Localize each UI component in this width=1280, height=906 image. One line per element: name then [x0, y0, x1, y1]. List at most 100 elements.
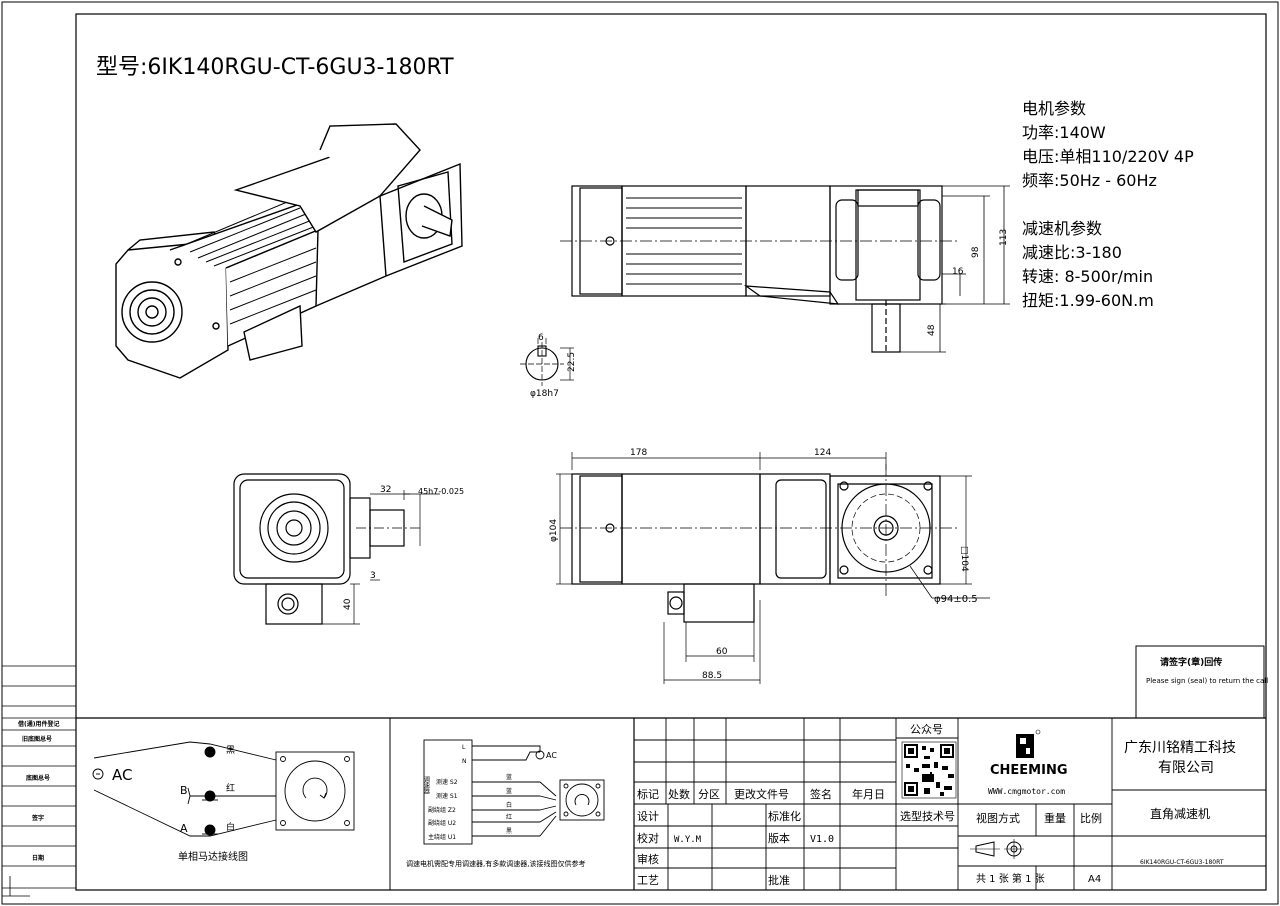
tb-review: 审核 [637, 852, 659, 866]
tb-wechat: 公众号 [910, 723, 943, 736]
gov-s2: 测速 S2 [436, 778, 458, 786]
wire-white-label: 白 [226, 821, 235, 833]
dim-6: 6 [538, 333, 544, 343]
gov-wire-blue-1: 蓝 [506, 773, 512, 781]
gov-u2: 副绕组 U2 [428, 819, 456, 827]
speed-spec: 转速: 8-500r/min [1022, 267, 1153, 286]
isometric-view [115, 123, 463, 379]
projection-symbol [970, 839, 1024, 859]
tb-checker: W.Y.M [674, 835, 702, 845]
gov-wire-blue-2: 蓝 [506, 787, 512, 795]
logo-mark [1016, 729, 1041, 758]
tb-company-line2: 有限公司 [1158, 760, 1214, 776]
wire-red-label: 红 [226, 782, 235, 794]
dim-178: 178 [630, 448, 647, 458]
gearbox-flange [829, 475, 941, 585]
tb-doc: 更改文件号 [734, 787, 789, 801]
wire-black-label: 黑 [226, 745, 235, 756]
gov-wire-black: 黑 [506, 828, 512, 835]
gov-ac-label: AC [546, 751, 557, 760]
terminal-a-label: A [180, 822, 188, 835]
tb-qty: 处数 [668, 788, 690, 801]
tb-company-line1: 广东川铭精工科技 [1124, 740, 1236, 756]
seal-box: 请签字(章)回传 Please sign (seal) to return th… [1135, 645, 1268, 719]
tb-brand: CHEEMING [990, 763, 1068, 778]
tb-model-code: 6IK140RGU-CT-6GU3-180RT [1140, 859, 1224, 866]
output-shaft [421, 205, 453, 237]
tb-check: 校对 [637, 831, 659, 845]
inner-frame [75, 13, 1267, 891]
gov-z2: 副绕组 Z2 [428, 806, 456, 814]
gov-wire-red: 红 [506, 813, 512, 821]
dim-40: 40 [343, 598, 353, 610]
shaft-section: 6 22.5 φ18h7 [520, 333, 577, 399]
tb-version-label: 版本 [768, 831, 790, 845]
tb-approve: 批准 [768, 873, 790, 887]
tb-view-method: 视图方式 [976, 811, 1020, 825]
governor-box [423, 739, 473, 845]
reducer-params-heading: 减速机参数 [1022, 219, 1102, 238]
dim-94: φ94±0.5 [934, 594, 978, 605]
ac-label: AC [112, 766, 132, 784]
tb-standard: 标准化 [768, 809, 801, 823]
dim-32: 32 [380, 485, 391, 495]
governor-box-label: 调速器 [423, 775, 430, 795]
margin-row-5: 日期 [32, 854, 44, 862]
dim-16: 16 [952, 267, 964, 277]
dim-3: 3 [370, 571, 376, 581]
terminal-b-label: B [180, 784, 188, 797]
voltage-spec: 电压:单相110/220V 4P [1022, 147, 1194, 166]
gov-l-label: L [462, 744, 466, 751]
seal-box-en: Please sign (seal) to return the call [1146, 677, 1268, 685]
title-block-grid [634, 718, 1266, 890]
seal-box-cn: 请签字(章)回传 [1160, 656, 1222, 668]
dim-104-sq: □104 [959, 546, 969, 572]
tb-design: 设计 [637, 810, 659, 823]
terminal-box [243, 304, 303, 361]
dim-45: 45h7-0.025 [418, 487, 464, 496]
tb-scale: 比例 [1080, 811, 1102, 825]
motor-params: 电机参数 功率:140W 电压:单相110/220V 4P 频率:50Hz - … [1022, 99, 1194, 190]
margin-row-3: 底图总号 [26, 774, 50, 782]
torque-spec: 扭矩:1.99-60N.m [1022, 291, 1154, 310]
tb-weight: 重量 [1044, 811, 1066, 825]
dim-88-5: 88.5 [702, 671, 722, 681]
governor-wiring [423, 739, 605, 845]
single-phase-wiring [92, 741, 355, 837]
gov-wire-white: 白 [506, 801, 512, 809]
tb-date: 年月日 [852, 787, 885, 801]
gov-u1: 主绕组 U1 [428, 833, 456, 841]
top-view: 178 124 φ104 □104 [549, 448, 990, 684]
tb-size: A4 [1088, 874, 1101, 885]
dim-60: 60 [716, 647, 728, 657]
dim-48: 48 [927, 324, 937, 336]
front-view: 32 45h7-0.025 3 40 [233, 473, 464, 625]
frequency-spec: 频率:50Hz - 60Hz [1022, 171, 1157, 190]
margin-row-1: 借(通)用件登记 [17, 720, 60, 728]
tb-product: 直角减速机 [1150, 807, 1210, 821]
margin-row-2: 旧底图总号 [22, 735, 52, 743]
tb-sheets: 共 1 张 第 1 张 [976, 872, 1045, 885]
tb-zone: 分区 [698, 788, 720, 801]
gearbox-side [829, 185, 943, 305]
gov-n-label: N [462, 758, 467, 765]
qr-code [901, 741, 957, 799]
ratio-spec: 减速比:3-180 [1022, 243, 1122, 262]
motor-params-heading: 电机参数 [1022, 99, 1086, 118]
side-view: 113 98 16 48 [560, 185, 1010, 353]
dim-98: 98 [971, 246, 981, 258]
dim-113: 113 [999, 229, 1009, 246]
tb-version: V1.0 [810, 834, 834, 845]
tb-website: WWW.cmgmotor.com [988, 787, 1065, 796]
left-margin-block [2, 665, 76, 889]
dim-104-dia: φ104 [549, 519, 559, 542]
terminal-box-top [683, 583, 755, 623]
tb-sign: 签名 [810, 787, 832, 801]
title-block-text: 标记 处数 分区 更改文件号 签名 年月日 设计 校对 W.Y.M 审核 工艺 … [637, 723, 1224, 887]
dim-124: 124 [814, 448, 831, 458]
power-spec: 功率:140W [1022, 123, 1106, 142]
governor-caption: 调速电机需配专用调速器,有多款调速器,该接线图仅供参考 [406, 859, 585, 868]
tb-mark: 标记 [637, 787, 659, 801]
